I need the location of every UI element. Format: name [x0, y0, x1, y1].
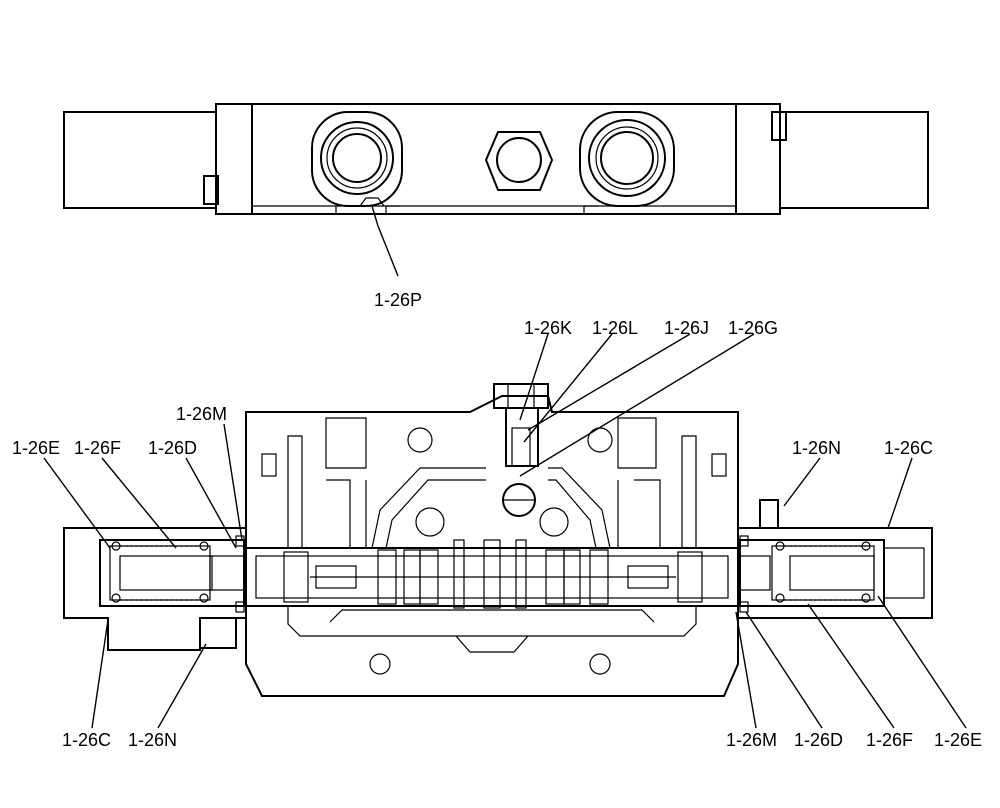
- leader-1-26d-right: [745, 611, 823, 729]
- label-1-26e-right: 1-26E: [934, 730, 983, 750]
- leader-1-26c-left: [91, 619, 109, 729]
- label-1-26e-left: 1-26E: [12, 438, 61, 458]
- label-1-26c-right: 1-26C: [884, 438, 934, 458]
- label-1-26d-left: 1-26D: [148, 438, 198, 458]
- leader-1-26j: [527, 333, 691, 431]
- label-1-26m-right: 1-26M: [726, 730, 778, 750]
- top-center-plug: [484, 131, 554, 191]
- label-1-26j: 1-26J: [664, 318, 710, 338]
- section-left-cap: [63, 527, 247, 651]
- section-right-cap: [737, 499, 933, 619]
- leader-1-26g: [519, 333, 755, 477]
- section-spool: [245, 539, 739, 609]
- leader-1-26f-right: [807, 603, 895, 729]
- leader-1-26d-left: [185, 457, 237, 549]
- top-right-cap: [779, 111, 929, 209]
- leader-1-26n-right: [783, 457, 821, 507]
- label-1-26l: 1-26L: [592, 318, 639, 338]
- top-right-flange: [735, 103, 781, 215]
- top-right-port: [579, 111, 675, 207]
- leader-1-26f-left: [101, 457, 177, 549]
- label-1-26n-left: 1-26N: [128, 730, 178, 750]
- top-left-port: [311, 111, 403, 207]
- label-1-26m-left: 1-26M: [176, 404, 228, 424]
- label-1-26p: 1-26P: [374, 290, 423, 310]
- section-view: [43, 333, 967, 729]
- leader-1-26m-left: [223, 423, 243, 541]
- leader-1-26k: [519, 333, 549, 421]
- leader-1-26p: [371, 205, 399, 277]
- leader-1-26n-left: [157, 643, 207, 729]
- leader-1-26c-right: [887, 457, 913, 529]
- section-leaders: [43, 333, 967, 729]
- label-1-26k: 1-26K: [524, 318, 573, 338]
- label-1-26d-right: 1-26D: [794, 730, 844, 750]
- label-1-26c-left: 1-26C: [62, 730, 112, 750]
- top-view: [63, 103, 929, 277]
- section-top-plug: [493, 383, 549, 517]
- top-left-cap: [63, 111, 217, 209]
- leader-1-26m-right: [735, 611, 757, 729]
- top-left-flange: [215, 103, 253, 215]
- section-body-bottom: [245, 606, 739, 697]
- leader-1-26e-right: [877, 595, 967, 729]
- section-body-top: [245, 395, 739, 548]
- label-1-26n-right: 1-26N: [792, 438, 842, 458]
- label-1-26g: 1-26G: [728, 318, 779, 338]
- top-left-boss: [203, 175, 219, 205]
- top-right-boss: [771, 111, 787, 141]
- leader-1-26e-left: [43, 457, 111, 549]
- label-1-26f-left: 1-26F: [74, 438, 122, 458]
- label-1-26f-right: 1-26F: [866, 730, 914, 750]
